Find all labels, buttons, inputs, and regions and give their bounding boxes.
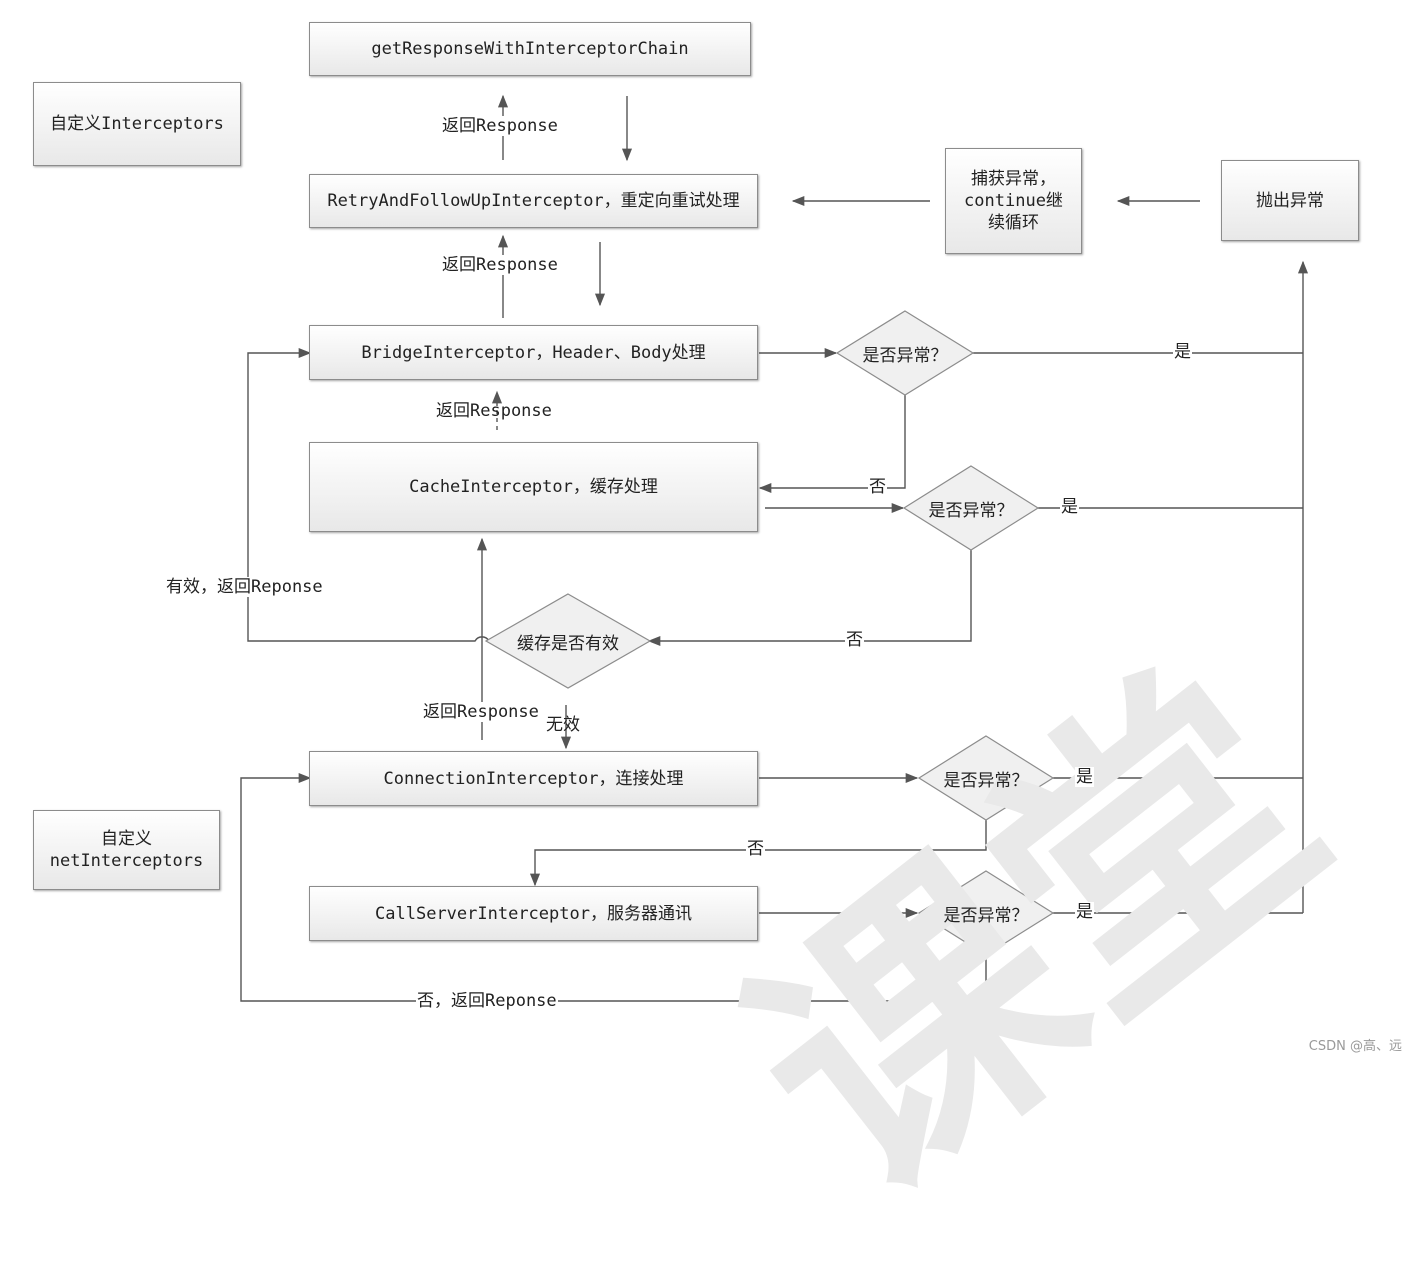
custom-net-interceptors-node: 自定义netInterceptors [33, 810, 220, 890]
yes-label: 是 [1060, 497, 1079, 517]
no-return-label: 否，返回Reponse [416, 991, 558, 1011]
decision-diamond-3 [917, 735, 1055, 821]
return-response-label: 返回Response [422, 702, 540, 722]
custom-interceptors-node: 自定义Interceptors [33, 82, 241, 166]
cache-interceptor-node: CacheInterceptor，缓存处理 [309, 442, 758, 532]
no-label: 否 [845, 630, 864, 650]
yes-label: 是 [1075, 902, 1094, 922]
cache-valid-label: 缓存是否有效 [517, 633, 619, 654]
decision-diamond-1 [835, 310, 975, 396]
cache-valid-diamond [484, 593, 652, 689]
call-server-interceptor-node: CallServerInterceptor，服务器通讯 [309, 886, 758, 941]
return-response-label: 返回Response [441, 116, 559, 136]
decision-label-3: 是否异常？ [943, 770, 1029, 791]
connection-interceptor-node: ConnectionInterceptor，连接处理 [309, 751, 758, 806]
get-response-node: getResponseWithInterceptorChain [309, 22, 751, 76]
valid-return-label: 有效，返回Reponse [165, 577, 324, 597]
throw-exception-node: 抛出异常 [1221, 160, 1359, 241]
decision-diamond-2 [902, 465, 1040, 551]
bridge-interceptor-node: BridgeInterceptor，Header、Body处理 [309, 325, 758, 380]
d4-no-line [240, 772, 987, 1002]
yes-label: 是 [1075, 767, 1094, 787]
decision-label-4: 是否异常？ [943, 905, 1029, 926]
decision-label-1: 是否异常？ [862, 345, 948, 366]
d2-no-line [647, 550, 972, 647]
d1-no-line [758, 395, 906, 494]
no-label: 否 [746, 839, 765, 859]
no-label: 否 [868, 477, 887, 497]
flowchart-canvas [240, 94, 1309, 1002]
return-response-label: 返回Response [441, 255, 559, 275]
retry-interceptor-node: RetryAndFollowUpInterceptor，重定向重试处理 [309, 174, 758, 228]
decision-diamond-4 [917, 870, 1055, 956]
invalid-label: 无效 [546, 715, 580, 735]
catch-exception-node: 捕获异常，continue继续循环 [945, 148, 1082, 254]
yes-label: 是 [1173, 342, 1192, 362]
decision-label-2: 是否异常？ [928, 500, 1014, 521]
credit-text: CSDN @高、远 [1308, 1039, 1402, 1054]
return-response-label: 返回Response [436, 401, 552, 421]
